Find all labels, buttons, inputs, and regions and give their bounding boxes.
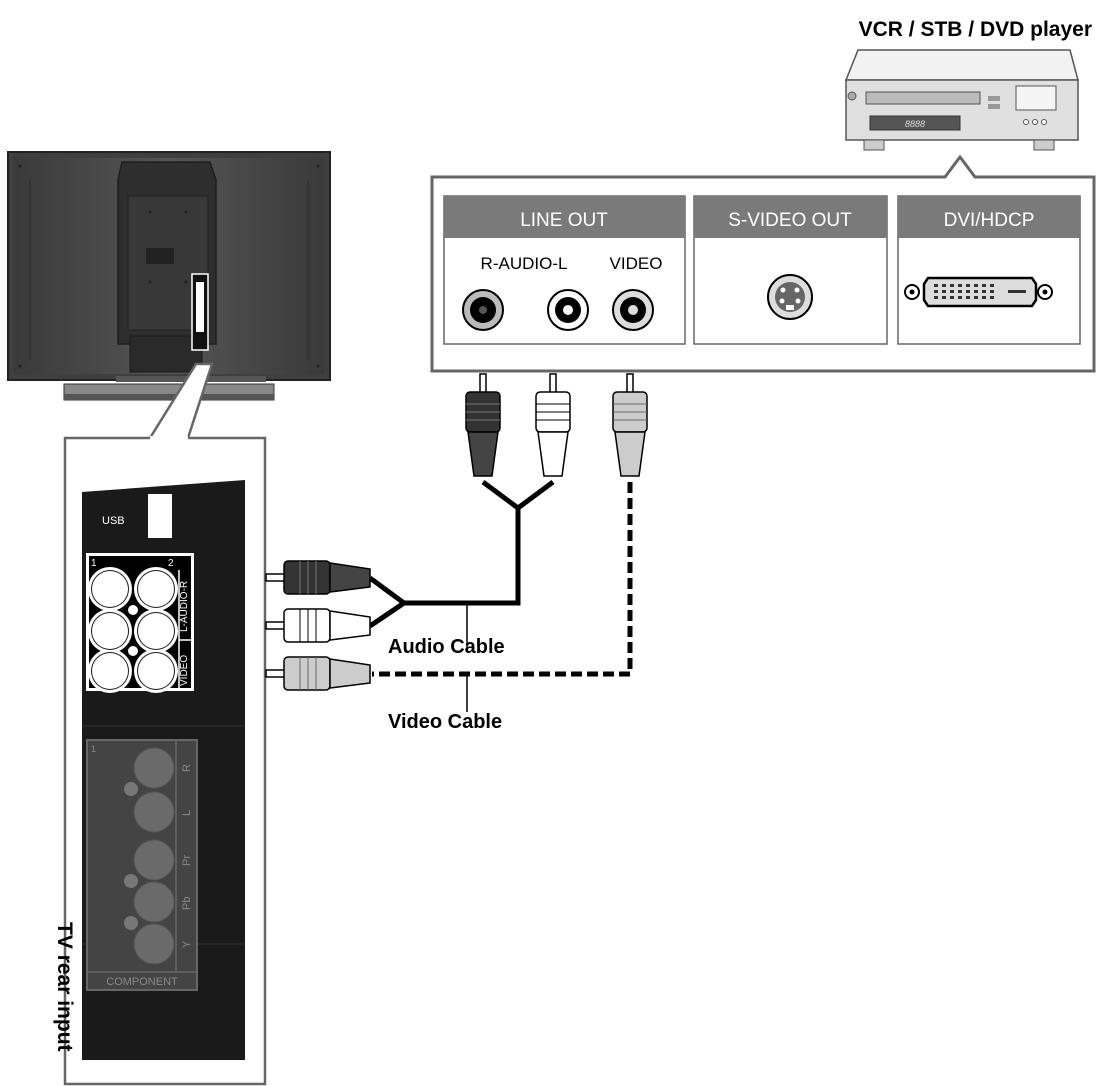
tv-rear-illustration (7, 151, 331, 401)
svideo-jack (767, 274, 813, 320)
tv-rear-input-label: TV rear input (53, 922, 76, 1052)
component-label: COMPONENT (106, 976, 178, 988)
av-audio-vertical-label: L-AUDIO-R (179, 581, 190, 632)
audio-sublabel: R-AUDIO-L (481, 254, 568, 273)
audio-r-jack (462, 289, 504, 331)
line-out-section: LINE OUT R-AUDIO-L VIDEO (443, 195, 686, 345)
component-label-pr: Pr (181, 855, 193, 866)
dvi-connector (904, 276, 1053, 308)
plug-audio-r-left (265, 560, 371, 595)
plug-audio-l-left (265, 608, 371, 643)
component-label-l: L (181, 810, 193, 816)
dvd-player-illustration: 8888 (844, 49, 1079, 151)
usb-port (148, 494, 172, 538)
svideo-heading: S-VIDEO OUT (728, 210, 852, 231)
dvi-heading: DVI/HDCP (944, 210, 1035, 231)
component-label-r: R (181, 764, 193, 772)
av-video-vertical-label: VIDEO (179, 655, 190, 686)
tv-input-panel: USB 1 2 (82, 480, 245, 1060)
display-digits: 8888 (905, 119, 925, 129)
component-block: 1 R L Pr Pb Y COMPONENT (86, 739, 198, 991)
video-cable-label: Video Cable (388, 711, 502, 733)
plug-video-left (265, 656, 371, 691)
video-cable (372, 482, 633, 677)
component-label-y: Y (181, 940, 193, 948)
video-sublabel: VIDEO (610, 254, 663, 273)
av-input-block: 1 2 L-AUDIO-R VIDEO (86, 553, 194, 693)
audio-cable (368, 479, 555, 629)
audio-cable-label: Audio Cable (388, 636, 505, 658)
av-number-1: 1 (91, 558, 97, 569)
component-label-pb: Pb (181, 897, 193, 910)
plug-video-top (612, 373, 648, 477)
line-out-heading: LINE OUT (520, 210, 608, 231)
plug-audio-r-top (465, 373, 501, 477)
dvi-section: DVI/HDCP (897, 195, 1081, 345)
video-jack (612, 289, 654, 331)
svideo-section: S-VIDEO OUT (693, 195, 888, 345)
av-number-2: 2 (168, 558, 174, 569)
usb-label: USB (102, 515, 125, 527)
device-title: VCR / STB / DVD player (859, 18, 1092, 41)
audio-l-jack (547, 289, 589, 331)
plug-audio-l-top (535, 373, 571, 477)
component-number: 1 (91, 744, 96, 754)
